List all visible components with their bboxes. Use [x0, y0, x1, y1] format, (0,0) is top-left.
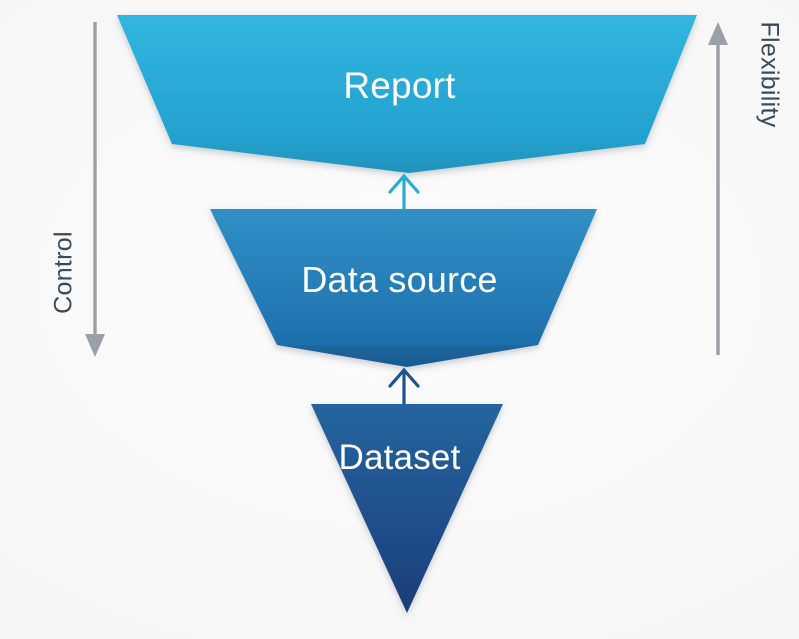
connector-dataset-to-data-source: [388, 367, 420, 410]
axis-flexibility: [708, 22, 728, 355]
connector-arrowhead-lower: [388, 367, 420, 388]
report-shape-body: [117, 15, 697, 144]
funnel-stage-data-source[interactable]: [210, 209, 597, 367]
flexibility-arrowhead-up-icon: [708, 22, 728, 45]
control-arrowhead-down-icon: [85, 334, 105, 357]
funnel-stage-dataset[interactable]: [311, 404, 503, 613]
connector-arrowhead-upper: [388, 173, 420, 194]
funnel-stage-report[interactable]: [117, 15, 697, 173]
data-source-shape-notch: [277, 345, 538, 367]
data-source-shape-body: [210, 209, 597, 345]
report-shape-notch: [172, 144, 645, 173]
dataset-shape-body: [311, 404, 503, 613]
axis-control: [85, 22, 105, 357]
